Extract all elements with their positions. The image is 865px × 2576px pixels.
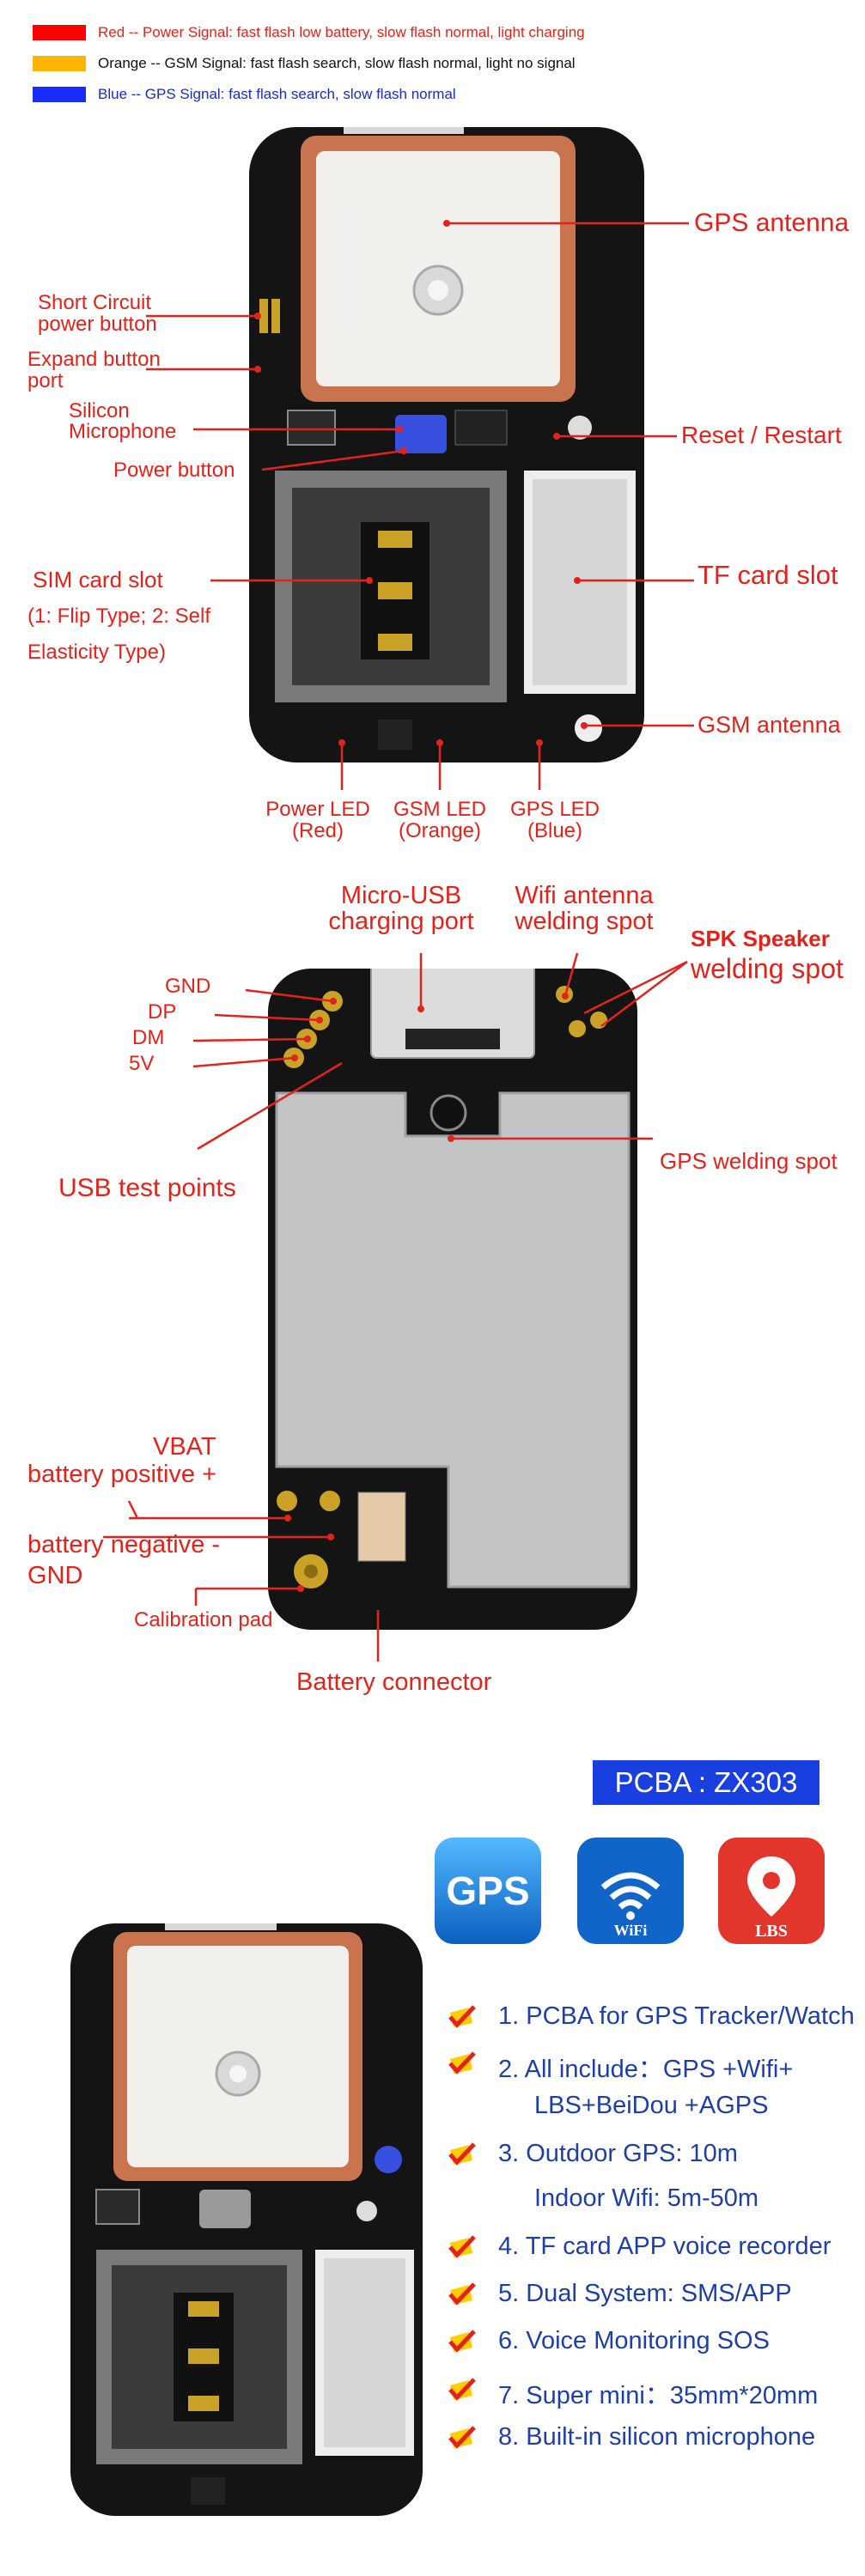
blue-swatch: [33, 87, 86, 102]
gps-welding-spot-label: GPS welding spot: [660, 1148, 838, 1174]
power-led-label-1: Power LED: [265, 798, 370, 821]
legend-blue-text: Blue -- GPS Signal: fast flash search, s…: [98, 86, 456, 102]
orange-swatch: [33, 56, 86, 71]
red-swatch: [33, 25, 86, 40]
checkmark-icon: [448, 2235, 476, 2258]
gps-app-icon: GPS: [435, 1838, 541, 1944]
short-circuit-label-1: Short Circuit: [38, 291, 152, 314]
short-circuit-label-2: power button: [38, 313, 157, 336]
feature-text: 8. Built-in silicon microphone: [498, 2423, 816, 2451]
checkmark-icon: [448, 2005, 476, 2028]
reset-label: Reset / Restart: [681, 422, 842, 448]
legend-orange-row: Orange -- GSM Signal: fast flash search,…: [33, 53, 576, 74]
lbs-icon-text: LBS: [755, 1922, 788, 1941]
gps-icon-text: GPS: [446, 1868, 530, 1913]
front-board-illustration: ZX303-MB-01-0603: [249, 127, 644, 762]
micro-usb-label: Micro-USB charging port: [311, 883, 491, 935]
wifi-icon: [600, 1872, 661, 1920]
feature-text: 4. TF card APP voice recorder: [498, 2233, 831, 2260]
calibration-pad-label: Calibration pad: [134, 1608, 273, 1631]
power-led-label: Power LED (Red): [258, 798, 378, 843]
battery-negative-label-2: GND: [27, 1562, 83, 1589]
feature-text: 2. All include：GPS +Wifi+: [498, 2056, 794, 2083]
power-led-label-2: (Red): [291, 819, 344, 843]
checkmark-icon: [448, 2282, 476, 2306]
wifi-app-icon: WiFi: [577, 1838, 684, 1944]
vbat-label-1: VBAT: [153, 1433, 216, 1461]
sim-note-label-2: Elasticity Type): [27, 641, 166, 664]
spk-speaker-label-1: SPK Speaker: [691, 926, 830, 951]
micro-usb-label-1: Micro-USB: [340, 882, 462, 909]
spk-speaker-label-2: welding spot: [691, 953, 844, 984]
pcba-badge: PCBA : ZX303: [593, 1760, 819, 1805]
checkmark-icon: [448, 2330, 476, 2353]
feature-text: 6. Voice Monitoring SOS: [498, 2327, 770, 2354]
feature-text: 3. Outdoor GPS: 10m: [498, 2140, 738, 2167]
sim-note-label-1: (1: Flip Type; 2: Self: [27, 605, 210, 628]
gps-led-label: GPS LED (Blue): [495, 798, 615, 843]
feature-text: 1. PCBA for GPS Tracker/Watch: [498, 2002, 855, 2030]
wifi-antenna-label: Wifi antenna welding spot: [498, 883, 670, 935]
silicon-mic-label-1: Silicon: [69, 399, 130, 422]
legend-blue-row: Blue -- GPS Signal: fast flash search, s…: [33, 84, 456, 105]
gsm-led-label-2: (Orange): [398, 819, 482, 843]
checkmark-icon: [448, 2142, 476, 2166]
gnd-test-label: GND: [165, 975, 211, 998]
micro-usb-label-2: charging port: [328, 908, 474, 936]
feature-text: 5. Dual System: SMS/APP: [498, 2280, 792, 2307]
front-leader-lines: [146, 220, 694, 790]
board-code-text: ZX303-MB-01-0603: [339, 213, 353, 328]
checkmark-icon: [448, 2426, 476, 2449]
legend-red-row: Red -- Power Signal: fast flash low batt…: [33, 22, 585, 43]
legend-orange-text: Orange -- GSM Signal: fast flash search,…: [98, 55, 576, 71]
battery-connector-label: Battery connector: [296, 1668, 492, 1696]
gps-led-label-2: (Blue): [527, 819, 583, 843]
feature-text: LBS+BeiDou +AGPS: [534, 2092, 769, 2119]
gps-antenna-label: GPS antenna: [694, 209, 850, 237]
wifi-antenna-label-2: welding spot: [515, 908, 654, 936]
back-board-illustration: [268, 969, 637, 1630]
legend-red-text: Red -- Power Signal: fast flash low batt…: [98, 24, 585, 40]
wifi-icon-text: WiFi: [613, 1922, 648, 1939]
back-leader-lines: [103, 952, 688, 1662]
dm-test-label: DM: [132, 1026, 165, 1049]
battery-negative-label-1: battery negative -: [27, 1531, 221, 1558]
5v-test-label: 5V: [129, 1052, 155, 1075]
feature-text: Indoor Wifi: 5m-50m: [534, 2184, 759, 2212]
sim-slot-label: SIM card slot: [33, 567, 163, 592]
power-button-label: Power button: [113, 459, 235, 482]
expand-button-label-2: port: [27, 369, 64, 392]
checkmark-icon: [448, 2051, 476, 2075]
silicon-mic-label-2: Microphone: [69, 420, 177, 443]
checkmark-icon: [448, 2378, 476, 2401]
tf-slot-label: TF card slot: [697, 560, 838, 590]
wifi-antenna-label-1: Wifi antenna: [515, 882, 654, 909]
gsm-led-label-1: GSM LED: [393, 798, 487, 821]
lbs-app-icon: LBS: [718, 1838, 825, 1944]
dp-test-label: DP: [148, 1000, 177, 1024]
usb-test-points-label: USB test points: [58, 1174, 236, 1202]
expand-button-label-1: Expand button: [27, 348, 161, 371]
gsm-led-label: GSM LED (Orange): [380, 798, 500, 843]
gsm-antenna-label: GSM antenna: [697, 712, 841, 738]
gps-led-label-1: GPS LED: [509, 798, 600, 821]
feature-text: 7. Super mini：35mm*20mm: [498, 2382, 819, 2409]
product-board-illustration: [70, 1923, 423, 2516]
location-pin-icon: [747, 1856, 795, 1917]
vbat-label-2: battery positive +: [27, 1461, 217, 1488]
